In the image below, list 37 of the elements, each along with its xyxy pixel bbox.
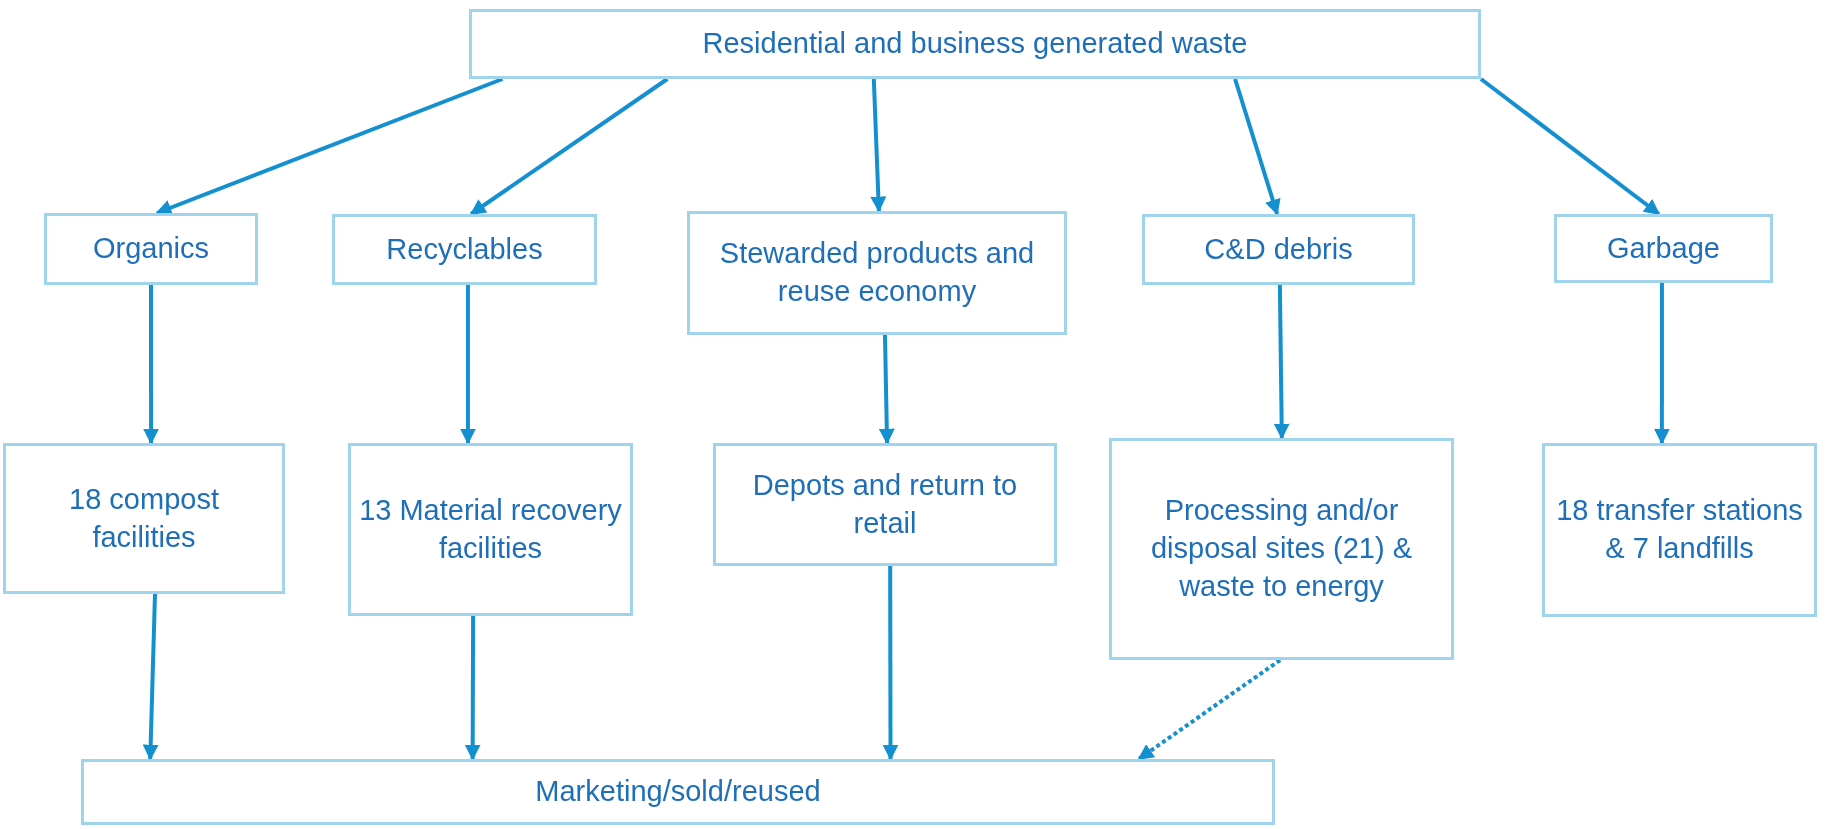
process-box xyxy=(3,443,285,594)
arrow xyxy=(143,285,160,445)
process-box xyxy=(81,759,1275,825)
arrow xyxy=(1273,284,1290,440)
arrow xyxy=(460,285,476,445)
box-label: 18 transfer stations & 7 landfills xyxy=(1555,493,1804,566)
arrow xyxy=(878,334,895,445)
box-label: Stewarded products and reuse economy xyxy=(718,236,1036,309)
process-box xyxy=(44,213,258,285)
arrow xyxy=(1653,283,1670,445)
arrow xyxy=(1479,77,1661,216)
box-label: Depots and return to retail xyxy=(751,467,1019,541)
box-label: C&D debris xyxy=(1204,231,1353,267)
arrow xyxy=(882,566,899,761)
box-label: 18 compost facilities xyxy=(68,481,220,555)
box-label: Residential and business generated waste xyxy=(702,26,1248,62)
arrow xyxy=(469,77,669,216)
box-label: Marketing/sold/reused xyxy=(535,774,821,810)
process-box xyxy=(348,443,633,616)
process-box xyxy=(687,211,1067,335)
arrow xyxy=(1233,78,1281,216)
arrow xyxy=(464,616,481,761)
process-box xyxy=(1542,443,1817,617)
process-box xyxy=(469,9,1481,79)
box-label: Recyclables xyxy=(386,231,543,267)
box-label: Garbage xyxy=(1607,230,1720,266)
process-box xyxy=(1554,214,1773,283)
box-label: Organics xyxy=(92,231,209,267)
arrow xyxy=(1137,658,1282,761)
process-box xyxy=(1109,438,1454,660)
box-label: Processing and/or disposal sites (21) & waste to energy xyxy=(1149,493,1414,604)
arrow xyxy=(870,78,887,213)
box-label: 13 Material recovery facilities xyxy=(359,492,622,566)
arrow xyxy=(142,593,159,761)
process-box xyxy=(713,443,1057,566)
process-box xyxy=(1142,214,1415,285)
process-box xyxy=(332,214,597,285)
